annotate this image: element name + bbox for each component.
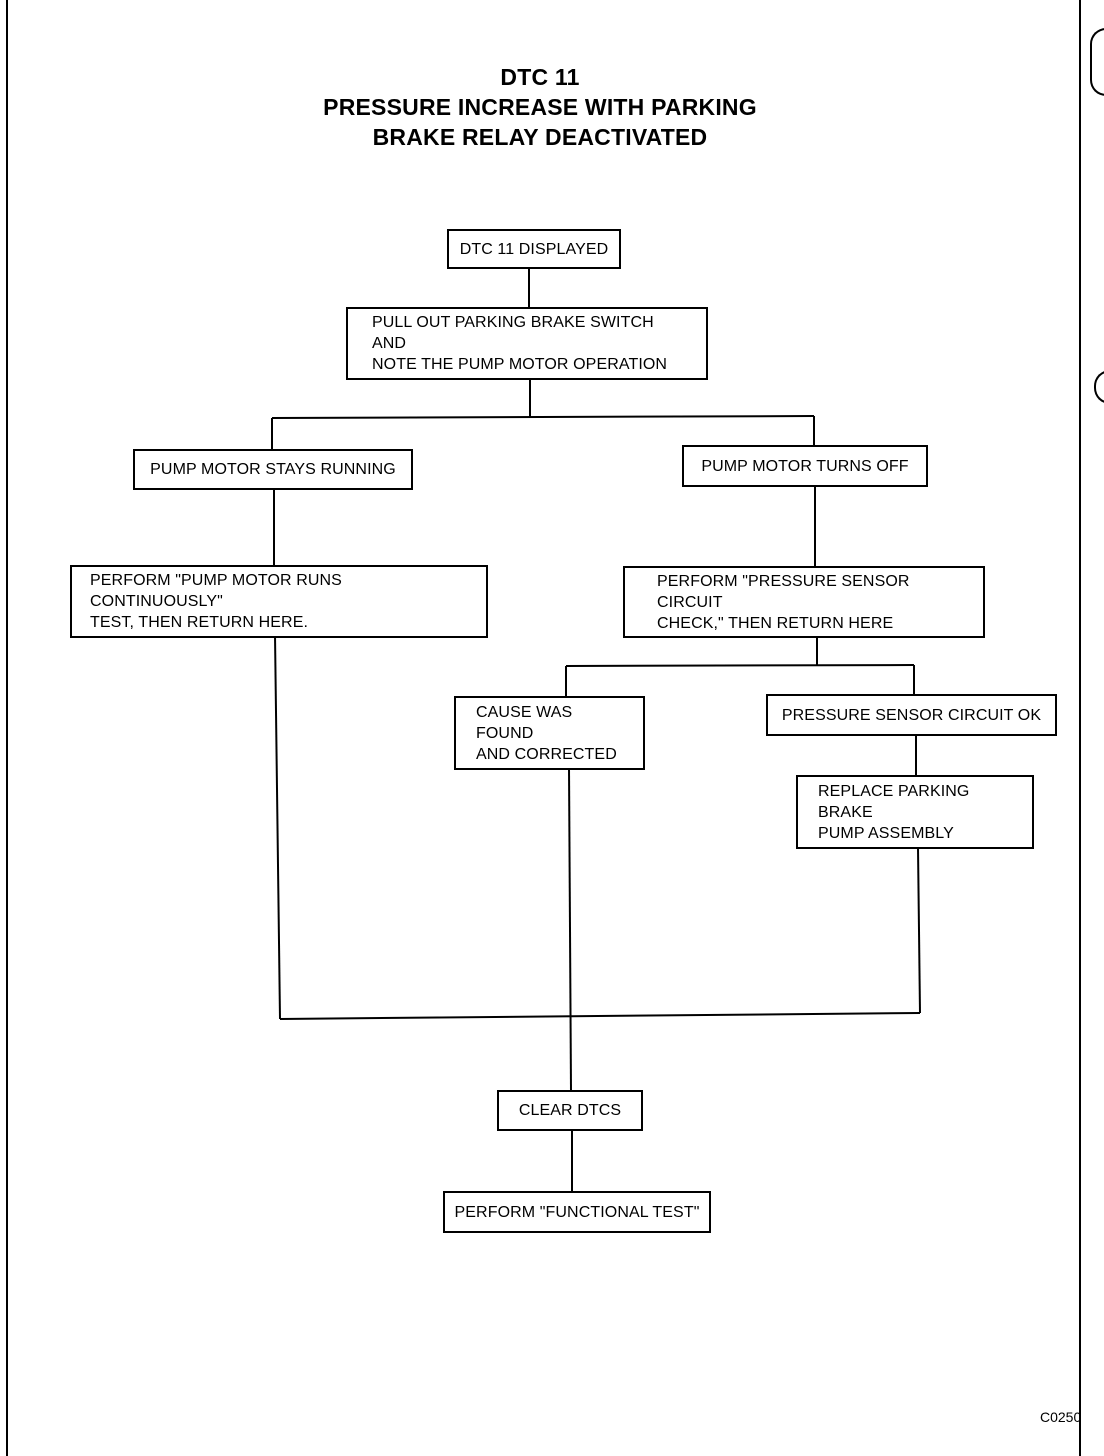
- node-motor-turns-off: PUMP MOTOR TURNS OFF: [682, 445, 928, 487]
- title-line-2: PRESSURE INCREASE WITH PARKING: [323, 94, 757, 120]
- connector-split-horizontal-2: [565, 664, 915, 667]
- connector-replace-down: [917, 847, 921, 1014]
- node-functional-test: PERFORM "FUNCTIONAL TEST": [443, 1191, 711, 1233]
- connector-left-return: [274, 634, 281, 1020]
- diagram-title: DTC 11 PRESSURE INCREASE WITH PARKING BR…: [240, 62, 840, 152]
- node-sensor-circuit-ok: PRESSURE SENSOR CIRCUIT OK: [766, 694, 1057, 736]
- node-motor-stays-running: PUMP MOTOR STAYS RUNNING: [133, 449, 413, 490]
- node-perform-runs-continuously: PERFORM "PUMP MOTOR RUNS CONTINUOUSLY" T…: [70, 565, 488, 638]
- title-line-3: BRAKE RELAY DEACTIVATED: [372, 124, 708, 150]
- page-border-right: [1079, 0, 1081, 1456]
- node-replace-pump: REPLACE PARKING BRAKE PUMP ASSEMBLY: [796, 775, 1034, 849]
- connector-bottom-join: [279, 1012, 921, 1020]
- node-cause-found: CAUSE WAS FOUND AND CORRECTED: [454, 696, 645, 770]
- node-clear-dtcs: CLEAR DTCS: [497, 1090, 643, 1131]
- node-pull-out-switch: PULL OUT PARKING BRAKE SWITCH AND NOTE T…: [346, 307, 708, 380]
- title-line-1: DTC 11: [500, 64, 580, 90]
- connector-split-horizontal-1: [271, 415, 815, 419]
- node-perform-sensor-check: PERFORM "PRESSURE SENSOR CIRCUIT CHECK,"…: [623, 566, 985, 638]
- node-dtc-displayed: DTC 11 DISPLAYED: [447, 229, 621, 269]
- connector-cause-down: [568, 767, 572, 1092]
- page-border-left: [6, 0, 8, 1456]
- figure-code: C0250: [1040, 1409, 1082, 1425]
